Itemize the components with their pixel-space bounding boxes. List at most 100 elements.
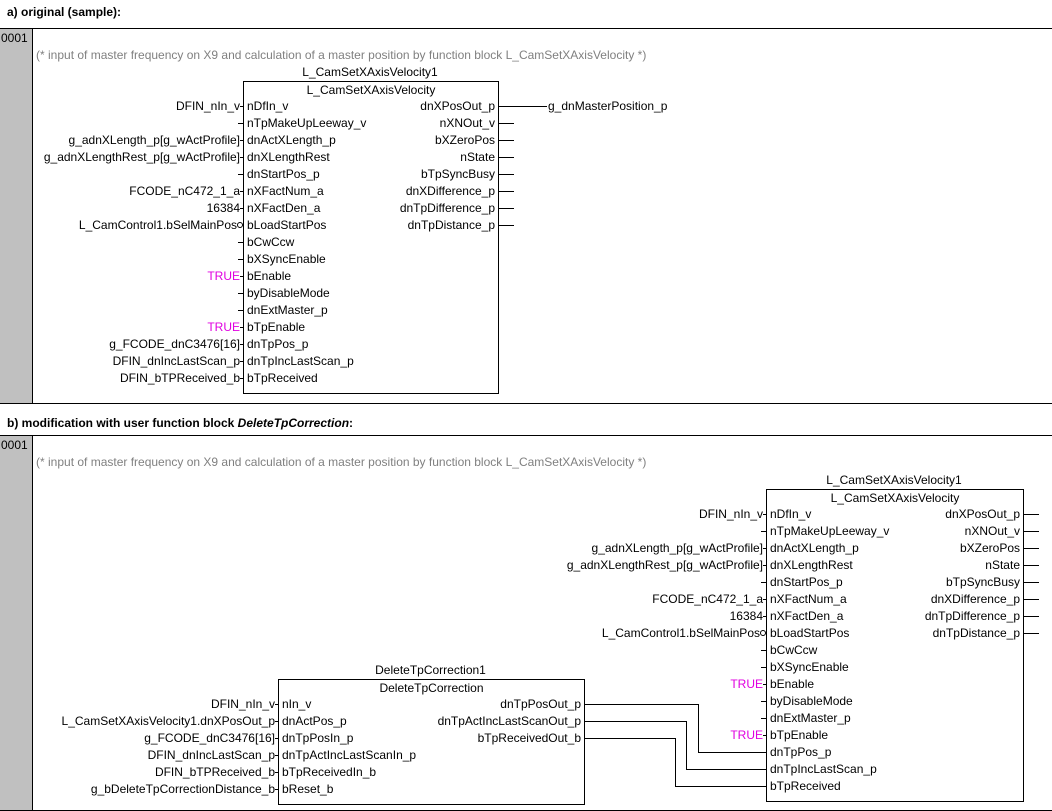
- input-pin-nDfIn_v[interactable]: nDfIn_v: [247, 99, 289, 113]
- input-value-dnActXLength_p[interactable]: g_adnXLength_p[g_wActProfile]: [68, 133, 240, 147]
- input-pin-dnExtMaster_p[interactable]: dnExtMaster_p: [247, 303, 328, 317]
- input-value-nXFactNum_a[interactable]: FCODE_nC472_1_a: [129, 184, 240, 198]
- input-value-dnXLengthRest[interactable]: g_adnXLengthRest_p[g_wActProfile]: [566, 558, 763, 572]
- input-pin-dnTpPos_p[interactable]: dnTpPos_p: [247, 337, 309, 351]
- block-instance-name: L_CamSetXAxisVelocity1: [826, 473, 962, 487]
- input-value-bTpReceived[interactable]: DFIN_bTPReceived_b: [119, 371, 240, 385]
- output-pin-dnXDifference_p[interactable]: dnXDifference_p: [930, 592, 1020, 606]
- input-value-bEnable[interactable]: TRUE: [207, 269, 240, 283]
- input-pin-byDisableMode[interactable]: byDisableMode: [770, 694, 853, 708]
- input-pin-dnTpIncLastScan_p[interactable]: dnTpIncLastScan_p: [770, 762, 877, 776]
- input-value-dnActPos_p[interactable]: L_CamSetXAxisVelocity1.dnXPosOut_p: [61, 714, 275, 728]
- input-pin-nTpMakeUpLeeway_v[interactable]: nTpMakeUpLeeway_v: [247, 116, 367, 130]
- output-pin-dnXDifference_p[interactable]: dnXDifference_p: [405, 184, 495, 198]
- input-stub: [240, 361, 243, 362]
- connection-wire: [585, 704, 698, 705]
- input-pin-byDisableMode[interactable]: byDisableMode: [247, 286, 330, 300]
- input-pin-bLoadStartPos[interactable]: bLoadStartPos: [770, 626, 850, 640]
- section-a-heading: a) original (sample):: [7, 5, 122, 19]
- output-pin-nState[interactable]: nState: [985, 558, 1020, 572]
- input-pin-bTpReceived[interactable]: bTpReceived: [770, 779, 841, 793]
- input-value-bLoadStartPos[interactable]: L_CamControl1.bSelMainPos: [78, 218, 237, 232]
- output-pin-bTpSyncBusy[interactable]: bTpSyncBusy: [420, 167, 495, 181]
- output-pin-bTpSyncBusy[interactable]: bTpSyncBusy: [945, 575, 1020, 589]
- input-pin-nXFactNum_a[interactable]: nXFactNum_a: [247, 184, 324, 198]
- connection-wire: [686, 721, 687, 769]
- output-pin-dnXPosOut_p[interactable]: dnXPosOut_p: [420, 99, 495, 113]
- input-pin-nIn_v[interactable]: nIn_v: [282, 697, 312, 711]
- input-value-bTpReceivedIn_b[interactable]: DFIN_bTPReceived_b: [154, 765, 275, 779]
- input-pin-dnActXLength_p[interactable]: dnActXLength_p: [770, 541, 859, 555]
- input-pin-dnExtMaster_p[interactable]: dnExtMaster_p: [770, 711, 851, 725]
- input-value-dnTpIncLastScan_p[interactable]: DFIN_dnIncLastScan_p: [112, 354, 240, 368]
- input-pin-bEnable[interactable]: bEnable: [770, 677, 815, 691]
- input-pin-bTpEnable[interactable]: bTpEnable: [770, 728, 829, 742]
- input-value-dnTpActIncLastScanIn_p[interactable]: DFIN_dnIncLastScan_p: [147, 748, 275, 762]
- output-pin-bXZeroPos[interactable]: bXZeroPos: [959, 541, 1020, 555]
- input-pin-nXFactDen_a[interactable]: nXFactDen_a: [247, 201, 321, 215]
- input-stub: [240, 327, 243, 328]
- output-pin-dnTpDifference_p[interactable]: dnTpDifference_p: [924, 609, 1020, 623]
- input-pin-bLoadStartPos[interactable]: bLoadStartPos: [247, 218, 327, 232]
- input-pin-dnTpPos_p[interactable]: dnTpPos_p: [770, 745, 832, 759]
- input-value-dnActXLength_p[interactable]: g_adnXLength_p[g_wActProfile]: [591, 541, 763, 555]
- input-pin-dnStartPos_p[interactable]: dnStartPos_p: [247, 167, 320, 181]
- input-value-nDfIn_v[interactable]: DFIN_nIn_v: [175, 99, 240, 113]
- input-value-bTpEnable[interactable]: TRUE: [730, 728, 763, 742]
- input-stub: [275, 721, 278, 722]
- block-box[interactable]: L_CamSetXAxisVelocity nDfIn_v nTpMakeUpLee…: [243, 81, 499, 394]
- output-pin-dnTpDifference_p[interactable]: dnTpDifference_p: [399, 201, 495, 215]
- input-pin-dnStartPos_p[interactable]: dnStartPos_p: [770, 575, 843, 589]
- output-value-dnXPosOut_p[interactable]: g_dnMasterPosition_p: [548, 99, 668, 113]
- input-pin-dnTpIncLastScan_p[interactable]: dnTpIncLastScan_p: [247, 354, 354, 368]
- input-stub: [240, 191, 243, 192]
- output-stub: [1024, 599, 1039, 600]
- output-pin-nXNOut_v[interactable]: nXNOut_v: [964, 524, 1020, 538]
- input-pin-nTpMakeUpLeeway_v[interactable]: nTpMakeUpLeeway_v: [770, 524, 890, 538]
- input-stub: [763, 616, 766, 617]
- input-pin-dnActXLength_p[interactable]: dnActXLength_p: [247, 133, 336, 147]
- output-pin-bTpReceivedOut_b[interactable]: bTpReceivedOut_b: [477, 731, 581, 745]
- input-value-nXFactDen_a[interactable]: 16384: [729, 609, 763, 623]
- input-pin-nXFactNum_a[interactable]: nXFactNum_a: [770, 592, 847, 606]
- input-value-bEnable[interactable]: TRUE: [730, 677, 763, 691]
- input-pin-bCwCcw[interactable]: bCwCcw: [770, 643, 818, 657]
- input-pin-dnXLengthRest[interactable]: dnXLengthRest: [770, 558, 853, 572]
- input-value-dnTpPos_p[interactable]: g_FCODE_dnC3476[16]: [109, 337, 240, 351]
- input-pin-dnActPos_p[interactable]: dnActPos_p: [282, 714, 347, 728]
- output-pin-dnXPosOut_p[interactable]: dnXPosOut_p: [945, 507, 1020, 521]
- input-pin-bReset_b[interactable]: bReset_b: [282, 782, 334, 796]
- input-value-bTpEnable[interactable]: TRUE: [207, 320, 240, 334]
- input-pin-nDfIn_v[interactable]: nDfIn_v: [770, 507, 812, 521]
- input-pin-dnXLengthRest[interactable]: dnXLengthRest: [247, 150, 330, 164]
- block-type-name: L_CamSetXAxisVelocity: [306, 83, 436, 97]
- input-value-nIn_v[interactable]: DFIN_nIn_v: [210, 697, 275, 711]
- output-pin-nState[interactable]: nState: [460, 150, 495, 164]
- output-pin-dnTpActIncLastScanOut_p[interactable]: dnTpActIncLastScanOut_p: [437, 714, 581, 728]
- input-pin-bTpEnable[interactable]: bTpEnable: [247, 320, 306, 334]
- input-pin-bCwCcw[interactable]: bCwCcw: [247, 235, 295, 249]
- input-pin-bEnable[interactable]: bEnable: [247, 269, 292, 283]
- input-pin-bXSyncEnable[interactable]: bXSyncEnable: [770, 660, 849, 674]
- output-pin-bXZeroPos[interactable]: bXZeroPos: [434, 133, 495, 147]
- output-pin-dnTpDistance_p[interactable]: dnTpDistance_p: [407, 218, 495, 232]
- input-pin-dnTpActIncLastScanIn_p[interactable]: dnTpActIncLastScanIn_p: [282, 748, 417, 762]
- input-pin-bXSyncEnable[interactable]: bXSyncEnable: [247, 252, 326, 266]
- input-pin-bTpReceived[interactable]: bTpReceived: [247, 371, 318, 385]
- input-value-nXFactNum_a[interactable]: FCODE_nC472_1_a: [652, 592, 763, 606]
- input-pin-bTpReceivedIn_b[interactable]: bTpReceivedIn_b: [282, 765, 377, 779]
- input-value-dnXLengthRest[interactable]: g_adnXLengthRest_p[g_wActProfile]: [43, 150, 240, 164]
- input-stub: [240, 106, 243, 107]
- input-value-nXFactDen_a[interactable]: 16384: [206, 201, 240, 215]
- input-pin-nXFactDen_a[interactable]: nXFactDen_a: [770, 609, 844, 623]
- output-pin-dnTpDistance_p[interactable]: dnTpDistance_p: [932, 626, 1020, 640]
- output-pin-nXNOut_v[interactable]: nXNOut_v: [439, 116, 495, 130]
- input-value-dnTpPosIn_p[interactable]: g_FCODE_dnC3476[16]: [144, 731, 275, 745]
- input-value-nDfIn_v[interactable]: DFIN_nIn_v: [698, 507, 763, 521]
- input-pin-dnTpPosIn_p[interactable]: dnTpPosIn_p: [282, 731, 354, 745]
- input-value-bReset_b[interactable]: g_bDeleteTpCorrectionDistance_b: [90, 782, 275, 796]
- output-pin-dnTpPosOut_p[interactable]: dnTpPosOut_p: [500, 697, 581, 711]
- input-value-bLoadStartPos[interactable]: L_CamControl1.bSelMainPos: [601, 626, 760, 640]
